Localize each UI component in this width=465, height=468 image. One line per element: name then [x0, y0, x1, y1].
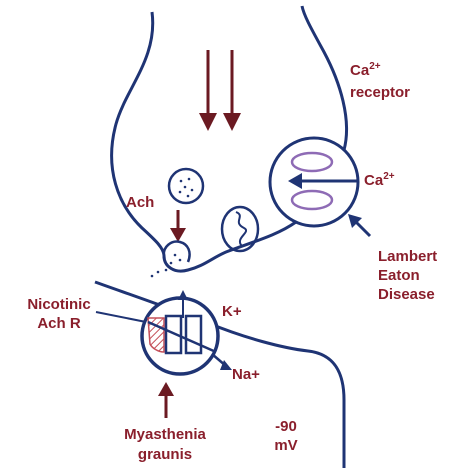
ach-vesicle — [169, 169, 203, 203]
ca-ion-symbol: Ca — [364, 172, 383, 189]
myasthenia-line-1: Myasthenia — [100, 426, 230, 444]
ca-receptor-superscript: 2+ — [369, 61, 380, 72]
lambert-eaton-arrow — [348, 214, 370, 236]
myasthenia-arrow — [158, 382, 174, 418]
nicotinic-line-2: Ach R — [12, 315, 106, 333]
mitochondrion — [222, 207, 258, 251]
voltage-value: -90 — [266, 418, 306, 436]
ca-receptor-symbol: Ca — [350, 62, 369, 79]
lambert-line-2: Eaton — [378, 267, 420, 285]
ach-release-arrow — [170, 210, 186, 242]
ca-receptor-word: receptor — [350, 84, 410, 102]
voltage-unit: mV — [266, 437, 306, 455]
k-plus-label: K+ — [222, 303, 242, 321]
calcium-channel — [270, 138, 358, 226]
lambert-line-3: Disease — [378, 286, 435, 304]
ca-receptor-label: Ca2+ — [350, 62, 381, 80]
ach-label: Ach — [126, 194, 154, 212]
lambert-line-1: Lambert — [378, 248, 437, 266]
action-potential-arrows — [199, 50, 241, 131]
ca-ion-label: Ca2+ — [364, 172, 395, 190]
nicotinic-line-1: Nicotinic — [12, 296, 106, 314]
myasthenia-line-2: graunis — [100, 446, 230, 464]
na-plus-label: Na+ — [232, 366, 260, 384]
ca-ion-superscript: 2+ — [383, 171, 394, 182]
